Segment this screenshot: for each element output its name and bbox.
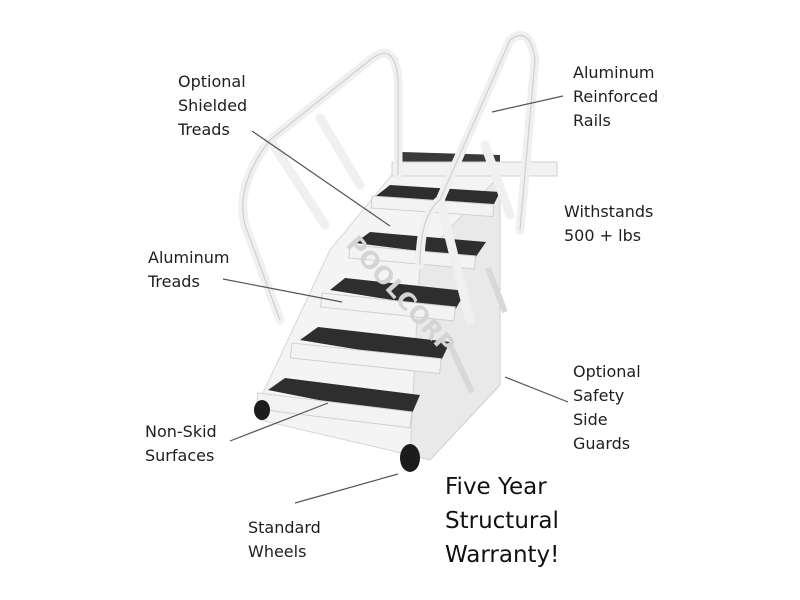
leader-non-skid (229, 402, 329, 442)
label-optional-safety-side-guards: Optional Safety Side Guards (573, 362, 641, 453)
safety-side-guard (485, 266, 508, 314)
label-standard-wheels: Standard Wheels (248, 518, 321, 561)
label-warranty: Five Year Structural Warranty! (445, 474, 560, 568)
label-aluminum-reinforced-rails: Aluminum Reinforced Rails (573, 63, 659, 130)
leader-optional-shielded-treads (251, 130, 391, 227)
treads (255, 185, 500, 429)
top-platform-edge (391, 161, 558, 177)
wheel-rear (254, 400, 270, 420)
safety-side-guard (447, 343, 475, 394)
label-aluminum-treads: Aluminum Treads (148, 248, 230, 291)
wheel-front (400, 444, 420, 472)
leader-side-guards (504, 376, 569, 403)
leader-wheels (294, 473, 399, 504)
leader-aluminum-rails (491, 95, 564, 113)
label-non-skid-surfaces: Non-Skid Surfaces (145, 422, 217, 465)
label-withstands-weight: Withstands 500 + lbs (564, 202, 654, 245)
leader-lines (222, 95, 569, 504)
leader-aluminum-treads (222, 278, 343, 303)
label-optional-shielded-treads: Optional Shielded Treads (178, 72, 248, 139)
